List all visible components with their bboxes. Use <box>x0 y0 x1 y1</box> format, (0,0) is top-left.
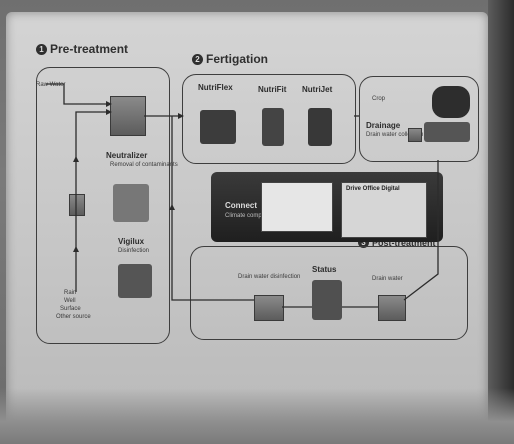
neutralizer-sub-label: Removal of contaminants <box>110 162 178 168</box>
source-well-label: Well <box>64 298 76 304</box>
nutriflex-unit <box>200 110 236 144</box>
connect-brand-label: Connect <box>225 201 257 210</box>
crop-plant-image <box>432 86 470 118</box>
section-number-3: 3 <box>358 237 369 248</box>
drainage-label: Drainage <box>366 121 401 130</box>
drain-valve <box>408 128 422 142</box>
arrow-up-icon <box>73 246 79 252</box>
disinfection-label: Drain water disinfection <box>238 274 301 280</box>
arrow-right-icon <box>106 101 112 107</box>
drainage-sub-label: Drain water collection <box>366 132 424 138</box>
posttreatment-title-text: Post-treatment <box>372 238 436 248</box>
flow-line-source <box>75 111 110 292</box>
connect-brand-sub: Climate computer <box>225 213 273 219</box>
nutrijet-unit <box>308 108 332 146</box>
flow-lines <box>46 83 439 308</box>
crop-label: Crop <box>372 96 386 102</box>
arrow-right-icon <box>106 109 112 115</box>
source-other-label: Other source <box>56 314 91 320</box>
nutriflex-label: NutriFlex <box>198 83 233 92</box>
vigilux-label: Vigilux <box>118 237 145 246</box>
vigilux-unit <box>118 264 152 298</box>
section-number-2: 2 <box>192 54 203 65</box>
arrow-right-icon <box>178 113 184 119</box>
nutrijet-label: NutriJet <box>302 85 333 94</box>
drain-collector-unit <box>424 122 470 142</box>
vigilux-sub-label: Disinfection <box>118 248 150 254</box>
source-surface-label: Surface <box>60 306 81 312</box>
pump-unit <box>69 194 85 216</box>
fertigation-title-text: Fertigation <box>206 52 268 66</box>
section-number-1: 1 <box>36 44 47 55</box>
status-label: Status <box>312 265 337 274</box>
floor-shadow <box>0 388 514 444</box>
control-strip: Connect Climate computer Drive Office Di… <box>211 172 443 242</box>
status-unit <box>312 280 342 320</box>
posttreatment-panel <box>190 246 468 340</box>
drain-water-unit <box>378 295 406 321</box>
door-frame <box>488 0 514 444</box>
arrow-up-icon <box>73 156 79 162</box>
flow-line-return <box>171 116 254 301</box>
flow-line-drain <box>403 160 439 301</box>
office-digital-title: Drive Office Digital <box>346 186 400 192</box>
pretreatment-panel <box>36 67 170 344</box>
crop-panel <box>359 76 479 162</box>
nutrifit-label: NutriFit <box>258 85 287 94</box>
neutralizer-label: Neutralizer <box>106 151 148 160</box>
nutrifit-unit <box>262 108 284 146</box>
drain-water-label: Drain water <box>372 276 403 282</box>
raw-water-label: Raw Water <box>36 82 66 88</box>
neutralizer-unit <box>113 184 149 222</box>
climate-computer-screen <box>261 182 333 232</box>
fertigation-panel <box>182 74 356 164</box>
pretreatment-title-text: Pre-treatment <box>50 42 129 56</box>
arrow-up-icon <box>169 204 175 210</box>
flow-line-raw-water <box>46 83 110 105</box>
office-digital-card: Drive Office Digital <box>341 182 427 238</box>
uv-disinfection-unit <box>254 295 284 321</box>
source-rain-label: Rain <box>64 290 77 296</box>
